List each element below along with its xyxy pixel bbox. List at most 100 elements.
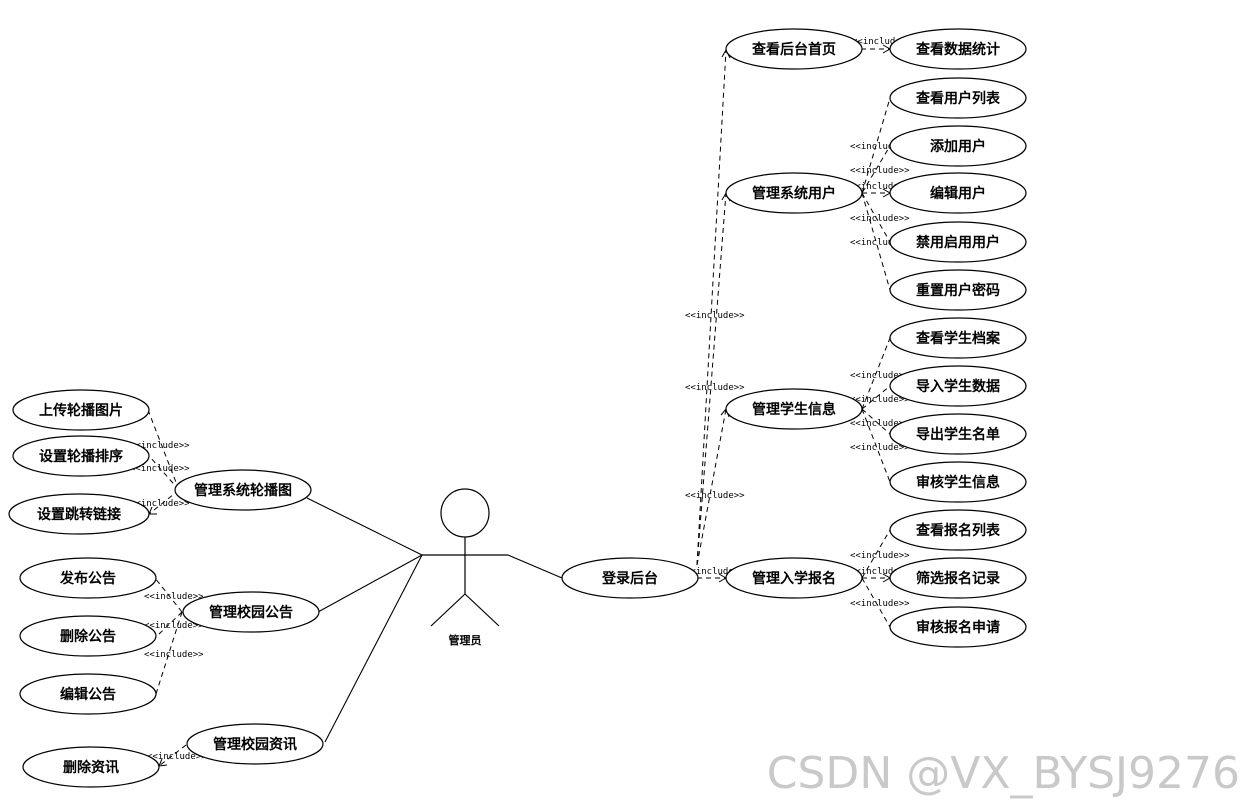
use-case-label: 查看数据统计 [916,41,1000,58]
use-case-sort-carousel: 设置轮播排序 [12,435,150,477]
use-case-label: 重置用户密码 [916,282,1000,299]
actor-head [440,488,490,538]
include-label: <<include>> [852,37,912,47]
include-label: <<include>> [144,650,204,660]
use-case-label: 查看学生档案 [916,330,1001,347]
use-case-label: 编辑用户 [930,185,986,202]
use-case-label: 添加用户 [930,138,986,155]
use-case-view-dashboard: 查看后台首页 [725,28,863,70]
include-label: <<include>> [685,311,745,321]
assoc-actor-news [324,554,423,743]
use-case-label: 登录后台 [601,570,658,587]
use-case-filter-enrollment: 筛选报名记录 [889,557,1027,599]
associations [306,497,563,743]
use-case-label: 导入学生数据 [916,378,1000,395]
include-label: <<include>> [850,443,910,453]
use-case-label: 查看后台首页 [752,41,836,58]
use-case-label: 筛选报名记录 [916,570,1000,587]
use-case-label: 审核报名申请 [916,619,1000,636]
use-case-label: 审核学生信息 [916,474,1000,491]
dep-enroll-review [861,577,891,628]
include-label: <<include>> [850,551,910,561]
dep-notice-publish [154,577,183,613]
use-case-manage-students: 管理学生信息 [725,388,863,430]
dep-users-list [861,97,891,194]
include-dependencies [147,44,892,767]
use-case-view-user-list: 查看用户列表 [889,77,1027,119]
use-case-edit-user: 编辑用户 [889,172,1027,214]
use-case-label: 导出学生名单 [916,426,1000,443]
include-label: <<include>> [130,464,190,474]
include-label: <<include>> [144,621,204,631]
use-case-manage-users: 管理系统用户 [725,172,863,214]
use-case-label: 上传轮播图片 [39,402,123,419]
dep-login-students [696,408,727,566]
dep-carousel-sort [149,456,180,491]
use-case-reset-password: 重置用户密码 [889,269,1027,311]
dep-students-import [861,385,891,410]
dep-students-export [861,408,891,435]
use-case-edit-notice: 编辑公告 [19,673,157,715]
use-case-import-students: 导入学生数据 [889,365,1027,407]
dep-enroll-list [861,529,891,579]
use-case-manage-news: 管理校园资讯 [186,723,324,765]
use-case-view-statistics: 查看数据统计 [889,28,1027,70]
assoc-actor-notices [317,554,423,613]
use-case-manage-carousel: 管理系统轮播图 [174,469,312,511]
include-label: <<include>> [685,383,745,393]
dep-users-add [861,145,891,194]
use-case-label: 设置跳转链接 [37,506,121,523]
use-case-delete-news: 删除资讯 [22,746,160,788]
include-label: <<include>> [130,499,190,509]
dep-students-review [861,408,891,483]
include-label: <<include>> [850,419,910,429]
use-case-toggle-user: 禁用启用用户 [889,221,1027,263]
dep-notice-delete [156,611,183,637]
include-label: <<include>> [147,752,207,762]
use-case-upload-carousel: 上传轮播图片 [12,389,150,431]
include-label: <<include>> [685,491,745,501]
include-label: <<include>> [144,592,204,602]
use-case-label: 查看报名列表 [916,522,1001,539]
use-case-label: 删除资讯 [63,759,119,776]
use-case-label: 管理学生信息 [752,401,836,418]
use-case-label: 管理入学报名 [752,570,836,587]
assoc-actor-login [507,554,563,579]
use-case-label: 查看用户列表 [916,90,1001,107]
use-case-login: 登录后台 [561,557,699,599]
include-label: <<include>> [850,567,910,577]
use-case-manage-notices: 管理校园公告 [182,591,320,633]
include-label: <<include>> [850,142,910,152]
include-label: <<include>> [850,238,910,248]
use-case-label: 管理校园公告 [209,604,293,621]
use-case-add-user: 添加用户 [889,125,1027,167]
actor-leg-left [430,593,466,627]
dep-login-dashboard [696,49,727,566]
use-case-review-students: 审核学生信息 [889,461,1027,503]
dep-users-reset [861,192,891,291]
dep-login-users [696,192,727,566]
dep-students-records [861,337,891,410]
include-labels: <<include>> <<include>> <<include>> <<in… [130,37,912,762]
use-case-delete-notice: 删除公告 [19,615,157,657]
include-label: <<include>> [850,599,910,609]
use-case-view-student-records: 查看学生档案 [889,317,1027,359]
use-case-label: 编辑公告 [60,686,116,703]
use-case-label: 删除公告 [60,628,116,645]
use-case-label: 管理校园资讯 [213,736,297,753]
include-label: <<include>> [850,182,910,192]
use-case-label: 禁用启用用户 [916,234,1000,251]
include-label: <<include>> [850,166,910,176]
use-case-export-students: 导出学生名单 [889,413,1027,455]
watermark: CSDN @VX_BYSJ9276 [767,748,1240,799]
actor-label: 管理员 [449,633,482,647]
use-case-label: 管理系统轮播图 [194,482,292,499]
use-case-set-link: 设置跳转链接 [8,493,150,535]
include-label: <<include>> [130,441,190,451]
use-case-label: 发布公告 [59,570,116,587]
dep-news-delete [158,744,187,767]
use-case-publish-notice: 发布公告 [19,557,157,599]
dep-users-toggle [861,192,891,243]
assoc-actor-carousel [306,497,423,556]
